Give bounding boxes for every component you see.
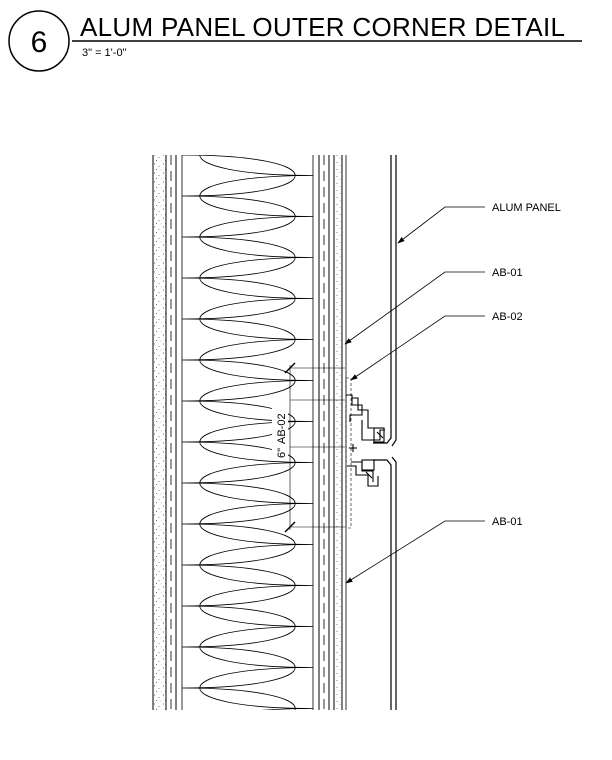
dimension-tag: AB-02 (276, 413, 288, 444)
callout-ab-01-upper: AB-01 (344, 267, 523, 345)
callout-label-ab-01-lower: AB-01 (492, 516, 523, 528)
insulation-loops (182, 155, 313, 710)
panel-clip-assembly (345, 377, 385, 529)
callout-alum-panel: ALUM PANEL (397, 202, 561, 244)
alum-panel-upper (373, 155, 397, 447)
alum-panel-lower (373, 456, 397, 710)
dimension-lines (284, 362, 345, 533)
detail-scale: 3" = 1'-0" (82, 47, 127, 59)
batt-insulation (181, 155, 314, 710)
left-board-layer (152, 155, 177, 710)
callout-ab-02: AB-02 (350, 311, 523, 381)
detail-number-bubble (8, 10, 70, 72)
title-block: 6 ALUM PANEL OUTER CORNER DETAIL 3" = 1'… (8, 10, 582, 72)
callout-label-ab-01-upper: AB-01 (492, 267, 523, 279)
callout-label-ab-02: AB-02 (492, 311, 523, 323)
dimension-value: 6" (276, 448, 288, 458)
detail-title: ALUM PANEL OUTER CORNER DETAIL (80, 12, 565, 42)
callout-label-alum-panel: ALUM PANEL (492, 202, 561, 214)
right-board-layer (318, 155, 347, 710)
dimension-text-mask (272, 405, 288, 461)
callout-ab-01-lower: AB-01 (345, 516, 523, 584)
detail-number: 6 (31, 26, 48, 59)
